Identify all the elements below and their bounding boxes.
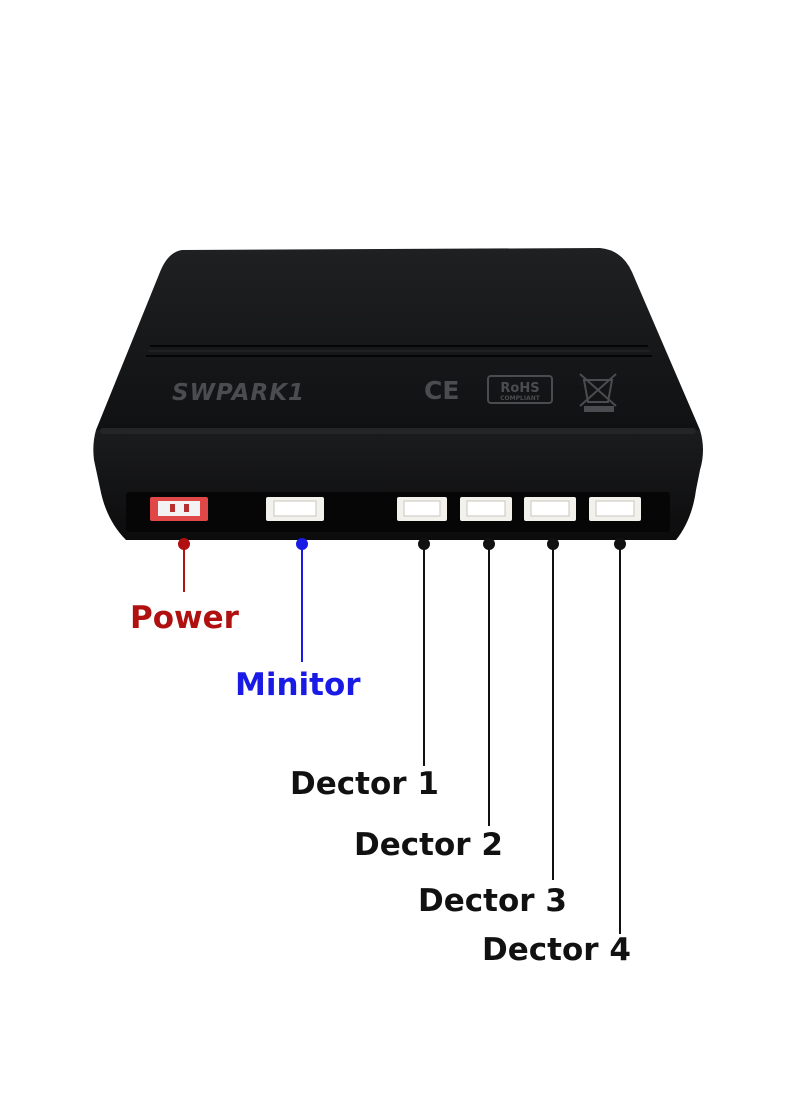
label-power: Power <box>130 600 239 636</box>
callout-detector-3 <box>547 538 559 880</box>
monitor-connector <box>266 497 324 521</box>
detector-3-connector <box>524 497 576 521</box>
label-detector-3: Dector 3 <box>418 883 567 919</box>
detector-1-connector <box>397 497 447 521</box>
callout-detector-4 <box>614 538 626 934</box>
label-detector-1: Dector 1 <box>290 766 439 802</box>
callout-power <box>178 538 190 592</box>
power-connector <box>150 497 208 521</box>
box-top-surface <box>96 248 700 430</box>
callout-detector-1 <box>418 538 430 766</box>
crossed-bin-icon <box>579 373 617 412</box>
rohs-text: RoHS <box>500 381 539 396</box>
model-marking: SWPARK1 <box>172 380 305 406</box>
rohs-subtext: COMPLIANT <box>500 395 541 402</box>
ce-marking: CE <box>424 376 459 405</box>
callout-detector-2 <box>483 538 495 826</box>
rohs-badge: RoHS COMPLIANT <box>487 375 553 404</box>
callout-monitor <box>296 538 308 662</box>
label-monitor: Minitor <box>235 667 361 703</box>
detector-2-connector <box>460 497 512 521</box>
label-detector-2: Dector 2 <box>354 827 503 863</box>
box-top-edge-highlight <box>100 428 696 434</box>
label-detector-4: Dector 4 <box>482 932 631 968</box>
detector-4-connector <box>589 497 641 521</box>
